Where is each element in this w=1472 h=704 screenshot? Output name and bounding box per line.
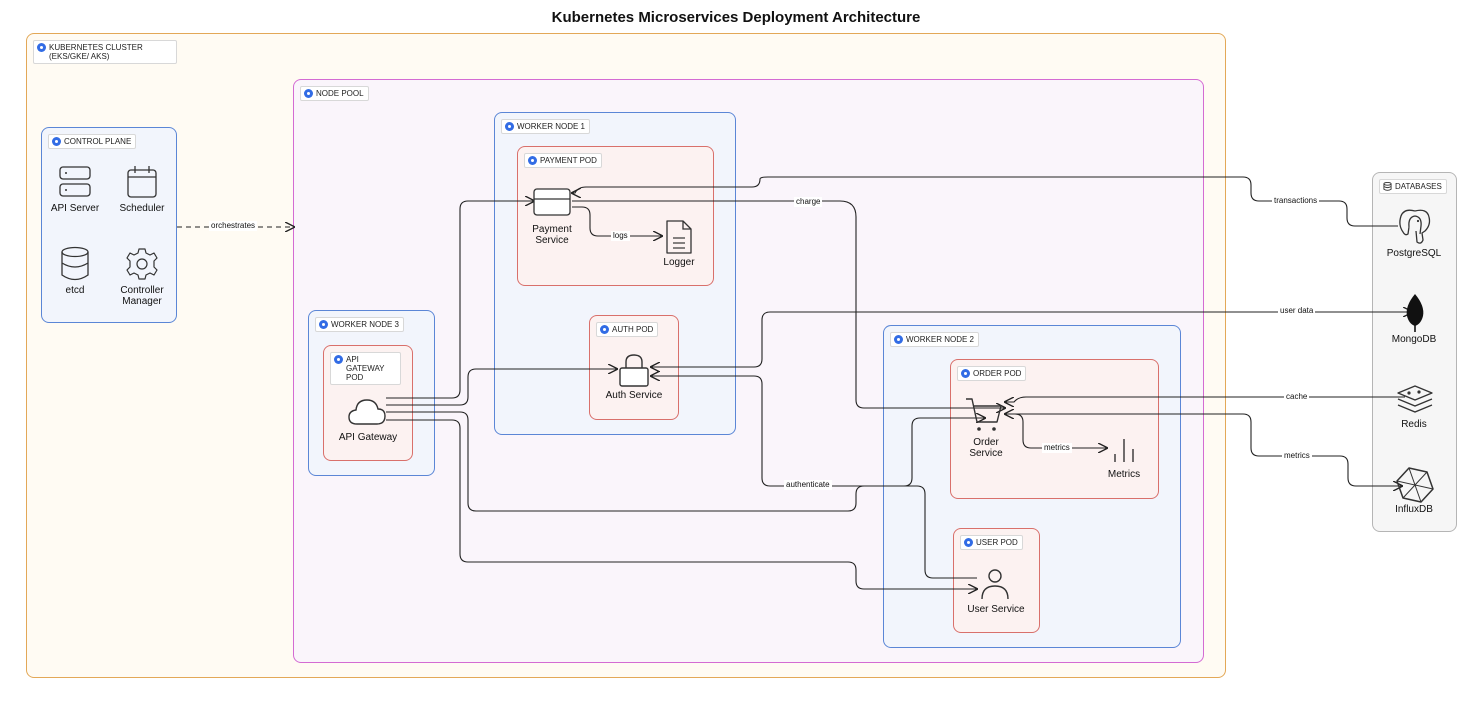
- cloud-icon: [348, 399, 386, 425]
- user-pod-label: USER POD: [976, 538, 1018, 547]
- postgresql-icon: [1399, 209, 1431, 244]
- user-pod-group: USER POD: [953, 528, 1040, 633]
- auth-service-label: Auth Service: [605, 390, 663, 401]
- edge-transactions: [572, 176, 1398, 227]
- edge-label-user-data: user data: [1278, 306, 1316, 316]
- payment-pod-label: PAYMENT POD: [540, 156, 597, 165]
- edge-gateway-order: [386, 411, 985, 512]
- mongodb-label: MongoDB: [1391, 334, 1437, 345]
- worker-node-1-label: WORKER NODE 1: [517, 122, 586, 131]
- controller-manager-label: Controller Manager: [120, 285, 164, 307]
- edge-gateway-payment: [386, 201, 534, 399]
- api-gateway-pod-label: API GATEWAY POD: [346, 355, 385, 382]
- shopping-cart-icon: [966, 398, 1002, 431]
- databases-tag: DATABASES: [1379, 179, 1447, 194]
- cluster-label: KUBERNETES CLUSTER (EKS/GKE/ AKS): [49, 43, 143, 61]
- control-plane-tag: CONTROL PLANE: [48, 134, 137, 149]
- kubernetes-icon: [319, 320, 328, 329]
- api-gateway-pod-tag: API GATEWAY POD: [330, 352, 401, 385]
- edge-user-data: [651, 312, 1412, 367]
- auth-pod-label: AUTH POD: [612, 325, 654, 334]
- edge-label-authenticate: authenticate: [784, 480, 832, 490]
- credit-card-icon: [533, 188, 571, 216]
- edge-label-cache: cache: [1284, 392, 1310, 402]
- worker-node-3-tag: WORKER NODE 3: [315, 317, 405, 332]
- order-service-label: Order Service: [969, 437, 1003, 459]
- kubernetes-icon: [52, 137, 61, 146]
- influxdb-label: InfluxDB: [1395, 504, 1433, 515]
- redis-icon: [1397, 385, 1433, 413]
- databases-label: DATABASES: [1395, 182, 1442, 191]
- kubernetes-icon: [304, 89, 313, 98]
- kubernetes-icon: [600, 325, 609, 334]
- edge-label-metrics-internal: metrics: [1042, 443, 1072, 453]
- edge-logs: [572, 206, 662, 236]
- edge-gateway-auth: [386, 369, 617, 406]
- kubernetes-icon: [334, 355, 343, 364]
- bar-chart-icon: [1114, 439, 1134, 462]
- edge-charge: [572, 200, 1005, 408]
- worker-node-1-tag: WORKER NODE 1: [501, 119, 591, 134]
- edge-label-logs: logs: [611, 231, 630, 241]
- gear-icon: [126, 248, 158, 280]
- order-pod-label: ORDER POD: [973, 369, 1022, 378]
- influxdb-icon: [1396, 467, 1434, 503]
- edge-label-orchestrates: orchestrates: [209, 221, 258, 231]
- mongodb-icon: [1406, 294, 1424, 332]
- edge-authenticate: [651, 376, 977, 579]
- metrics-label: Metrics: [1107, 469, 1141, 480]
- edge-label-transactions: transactions: [1272, 196, 1320, 206]
- auth-pod-tag: AUTH POD: [596, 322, 659, 337]
- etcd-database-icon: [61, 246, 89, 281]
- etcd-label: etcd: [65, 285, 85, 296]
- lock-icon: [619, 354, 649, 387]
- kubernetes-icon: [964, 538, 973, 547]
- calendar-icon: [127, 166, 157, 198]
- api-server-label: API Server: [50, 203, 100, 214]
- diagram-title: Kubernetes Microservices Deployment Arch…: [551, 9, 921, 26]
- payment-pod-group: PAYMENT POD: [517, 146, 714, 286]
- control-plane-label: CONTROL PLANE: [64, 137, 132, 146]
- postgresql-label: PostgreSQL: [1386, 248, 1442, 259]
- node-pool-tag: NODE POOL: [300, 86, 369, 101]
- kubernetes-icon: [37, 43, 46, 52]
- user-icon: [981, 569, 1009, 600]
- control-plane-group: CONTROL PLANE: [41, 127, 177, 323]
- edge-label-charge: charge: [794, 197, 823, 207]
- user-pod-tag: USER POD: [960, 535, 1023, 550]
- cluster-tag: KUBERNETES CLUSTER (EKS/GKE/ AKS): [33, 40, 177, 64]
- user-service-label: User Service: [967, 604, 1025, 615]
- kubernetes-icon: [961, 369, 970, 378]
- edge-label-metrics-db: metrics: [1282, 451, 1312, 461]
- edge-gateway-user: [386, 419, 977, 589]
- worker-node-3-label: WORKER NODE 3: [331, 320, 400, 329]
- file-icon: [666, 220, 692, 254]
- node-pool-label: NODE POOL: [316, 89, 364, 98]
- database-icon: [1383, 182, 1392, 191]
- redis-label: Redis: [1401, 419, 1427, 430]
- edge-cache: [1005, 396, 1405, 402]
- kubernetes-icon: [528, 156, 537, 165]
- scheduler-label: Scheduler: [119, 203, 165, 214]
- kubernetes-icon: [505, 122, 514, 131]
- payment-service-label: Payment Service: [532, 224, 572, 246]
- payment-pod-tag: PAYMENT POD: [524, 153, 602, 168]
- api-gateway-label: API Gateway: [338, 432, 398, 443]
- server-icon: [59, 166, 91, 197]
- logger-label: Logger: [663, 257, 695, 268]
